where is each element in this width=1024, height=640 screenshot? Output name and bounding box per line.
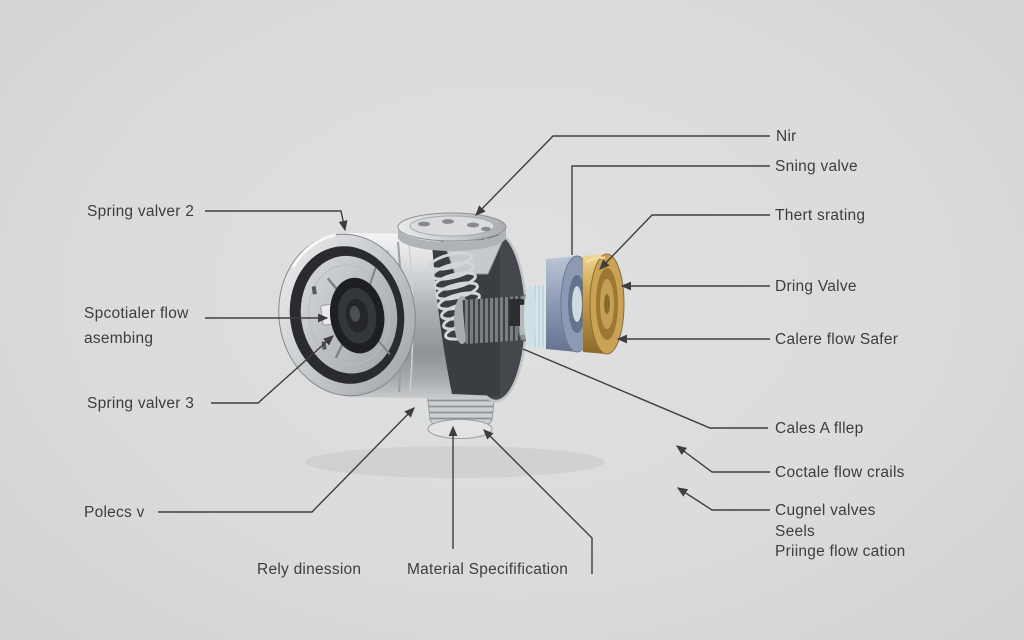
leader-nir [475, 135, 770, 216]
threaded-piston [454, 294, 532, 344]
leader-coctale-flow [675, 445, 770, 473]
leader-cugnel-valves [676, 487, 770, 511]
label-polecs-v: Polecs v [84, 504, 145, 521]
label-cales-a-fllep: Cales A fllep [775, 420, 864, 437]
label-cugnel-valves-group: Cugnel valves Seels Priinge flow cation [775, 502, 906, 560]
leader-thert-srating [599, 214, 770, 270]
leader-unlabeled-bottom [483, 429, 593, 574]
label-spring-valver-3: Spring valver 3 [87, 395, 195, 412]
leader-lines [158, 135, 770, 574]
label-spring-valver-2: Spring valver 2 [87, 203, 195, 220]
top-flange [397, 212, 507, 251]
label-thert-srating: Thert srating [775, 207, 866, 224]
leader-polecs-v [158, 407, 415, 513]
label-calere-flow-safer: Calere flow Safer [775, 331, 899, 348]
leader-spring-valver-2 [205, 210, 348, 232]
leader-spring-valver-3 [211, 335, 334, 404]
label-spcotialer-flow-asembing: Spcotialer flow asembing [84, 305, 189, 347]
device-shadow [305, 446, 605, 478]
leader-cales-a-fllep [522, 348, 768, 429]
label-dring-valve: Dring Valve [775, 278, 857, 295]
label-nir: Nir [776, 128, 797, 145]
label-rely-dinession: Rely dinession [257, 561, 362, 578]
label-material-specifification: Material Specifification [407, 561, 569, 578]
brass-ring [583, 253, 625, 355]
leader-sning-valve [571, 165, 770, 255]
label-sning-valve: Sning valve [775, 158, 858, 175]
label-coctale-flow-crails: Coctale flow crails [775, 464, 905, 481]
exploded-parts [520, 253, 625, 355]
